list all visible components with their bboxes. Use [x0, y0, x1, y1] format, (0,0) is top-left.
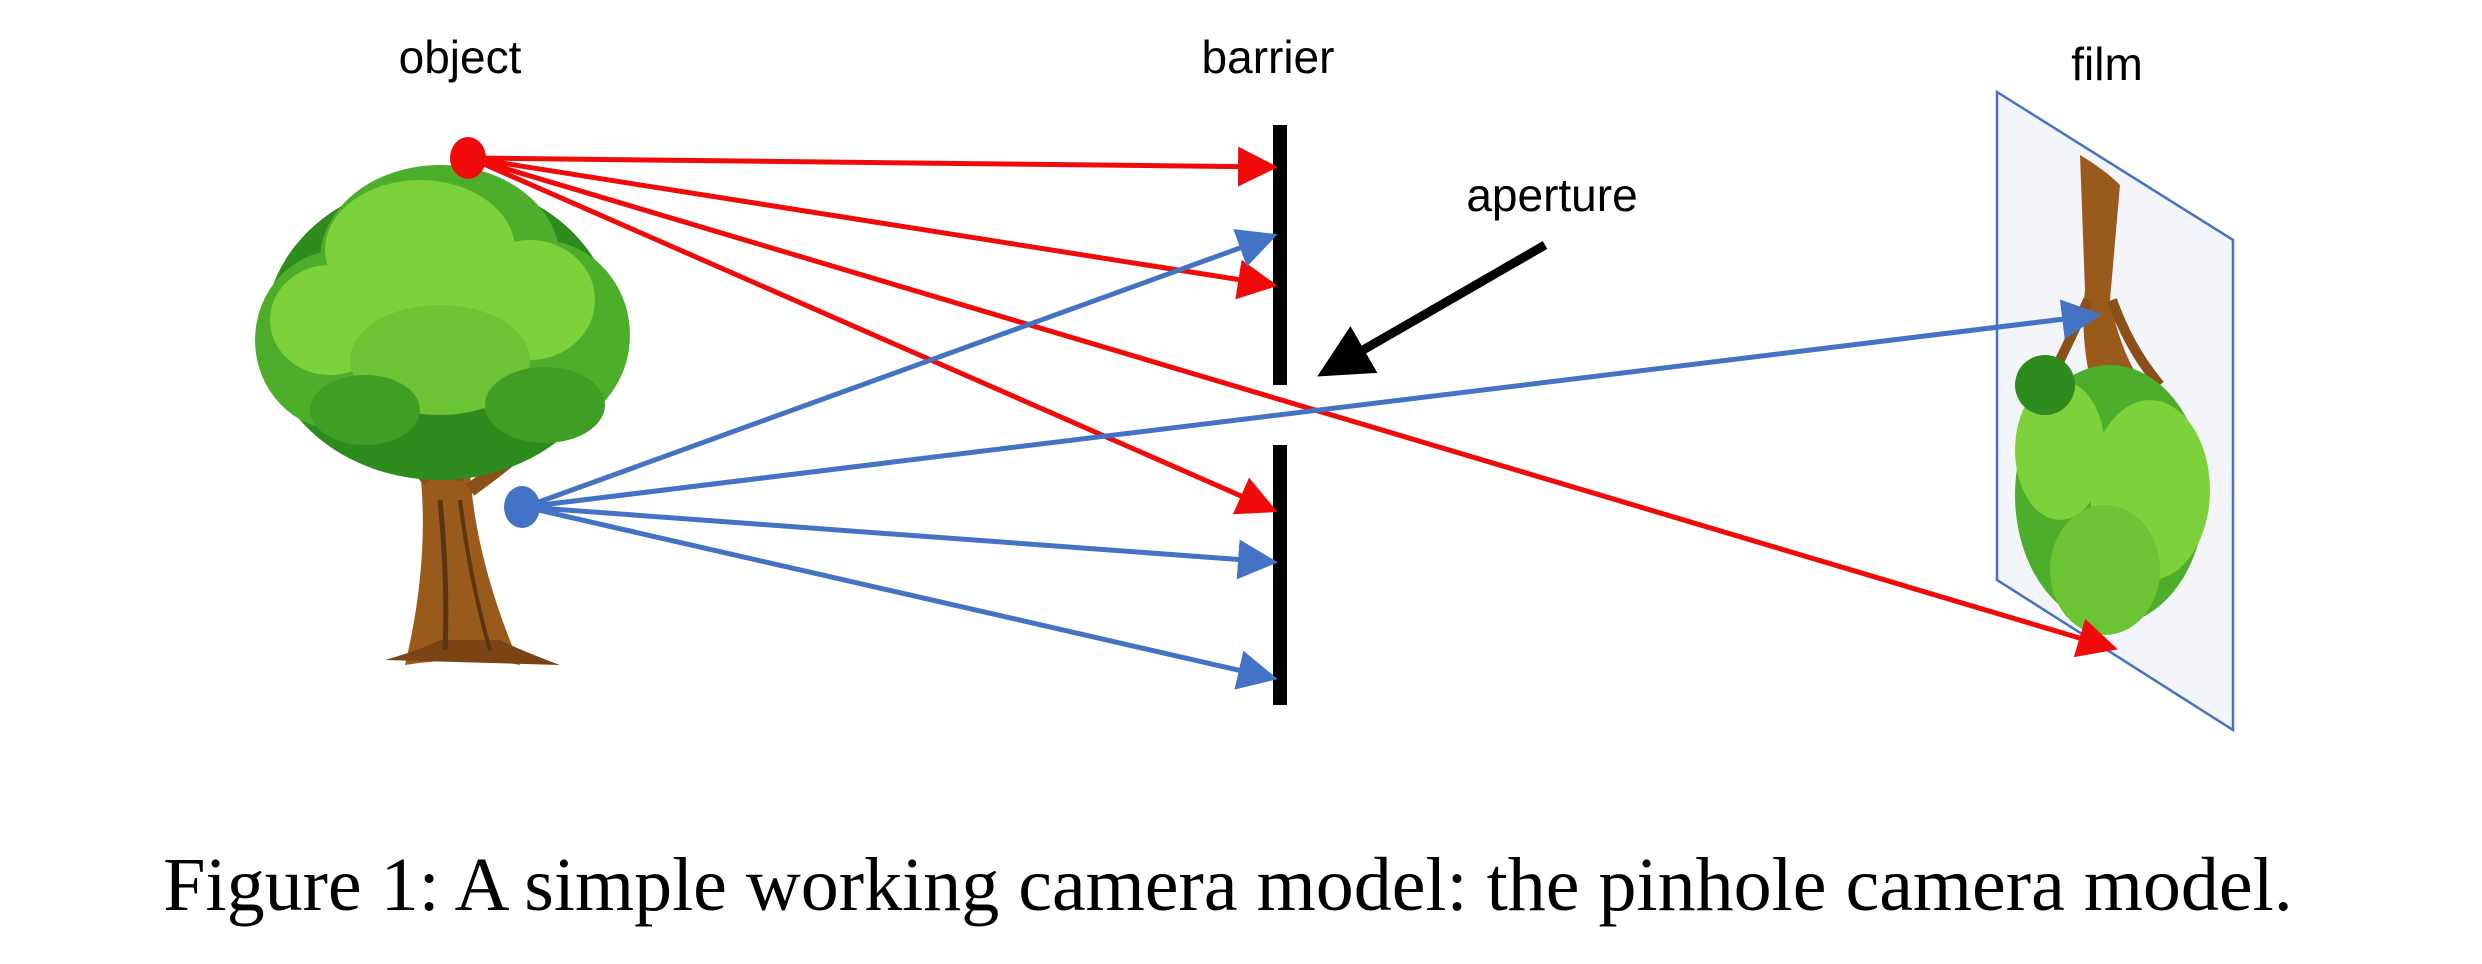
object-label: object: [399, 31, 522, 83]
figure-caption: Figure 1: A simple working camera model:…: [163, 843, 2293, 927]
red-object-point: [450, 137, 486, 179]
blue-object-point: [504, 486, 540, 528]
film-plane: [1995, 89, 2235, 733]
blue-ray-2: [524, 504, 1278, 580]
blue-ray-through-aperture: [524, 299, 2102, 510]
barrier-label: barrier: [1202, 31, 1335, 83]
blue-rays: [524, 229, 2102, 690]
red-ray-through-aperture: [469, 155, 2118, 658]
red-rays: [468, 146, 2118, 658]
red-ray-2: [469, 155, 1278, 300]
red-ray-3: [468, 155, 1278, 515]
aperture-pointer-arrow: [1317, 241, 1548, 377]
blue-ray-1: [524, 229, 1278, 510]
blue-ray-3: [524, 504, 1278, 690]
film-label: film: [2071, 38, 2143, 90]
red-ray-1: [469, 146, 1278, 187]
tree-icon: [255, 165, 630, 665]
inverted-tree-icon: [2015, 155, 2210, 635]
aperture-label: aperture: [1466, 169, 1637, 221]
